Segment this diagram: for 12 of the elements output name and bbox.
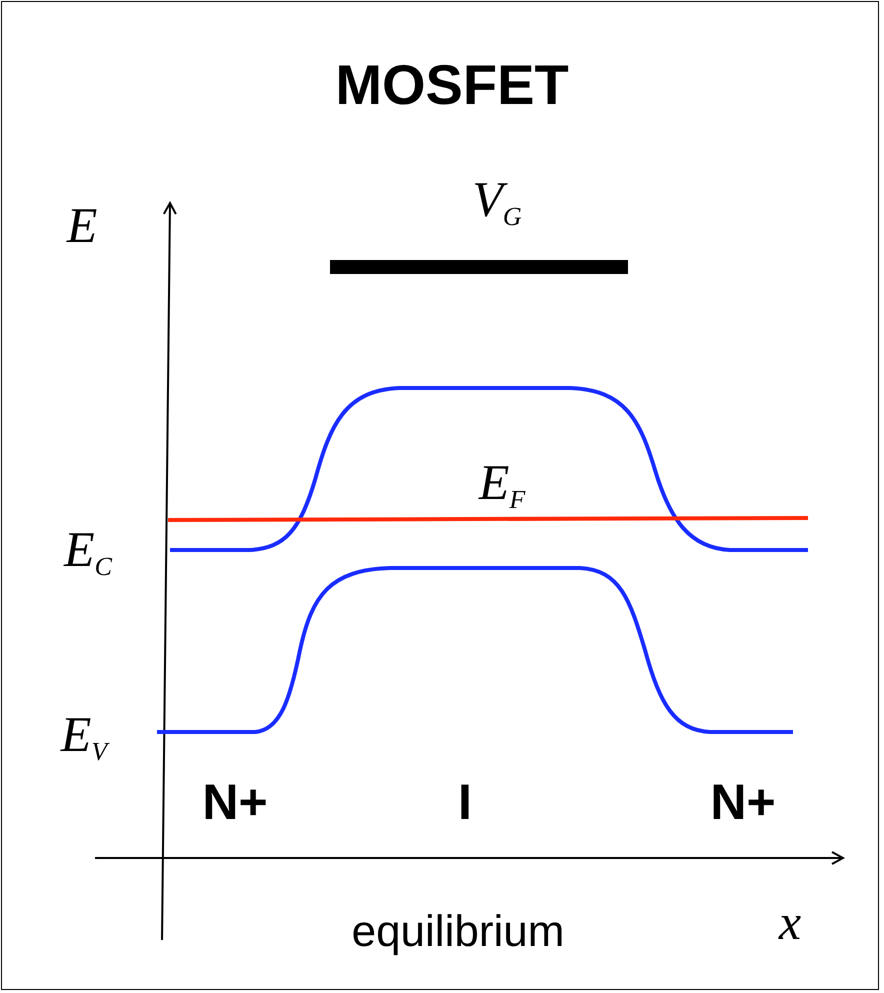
diagram-title: MOSFET bbox=[335, 57, 569, 113]
fermi-level-label: E$_{F}$ bbox=[478, 456, 526, 514]
region-label: N+ bbox=[202, 777, 268, 827]
gate-voltage-label: V$_{G}$ bbox=[472, 174, 522, 230]
region-label: N+ bbox=[710, 777, 776, 827]
valence-band-label: E$_{V}$ bbox=[60, 708, 108, 766]
caption-text: equilibrium bbox=[352, 910, 564, 954]
axis-label: x bbox=[778, 897, 802, 947]
axis-label: E bbox=[66, 200, 98, 250]
conduction-band-label: E$_{C}$ bbox=[64, 524, 112, 580]
region-label: I bbox=[458, 777, 472, 827]
gate-bar bbox=[330, 260, 628, 274]
